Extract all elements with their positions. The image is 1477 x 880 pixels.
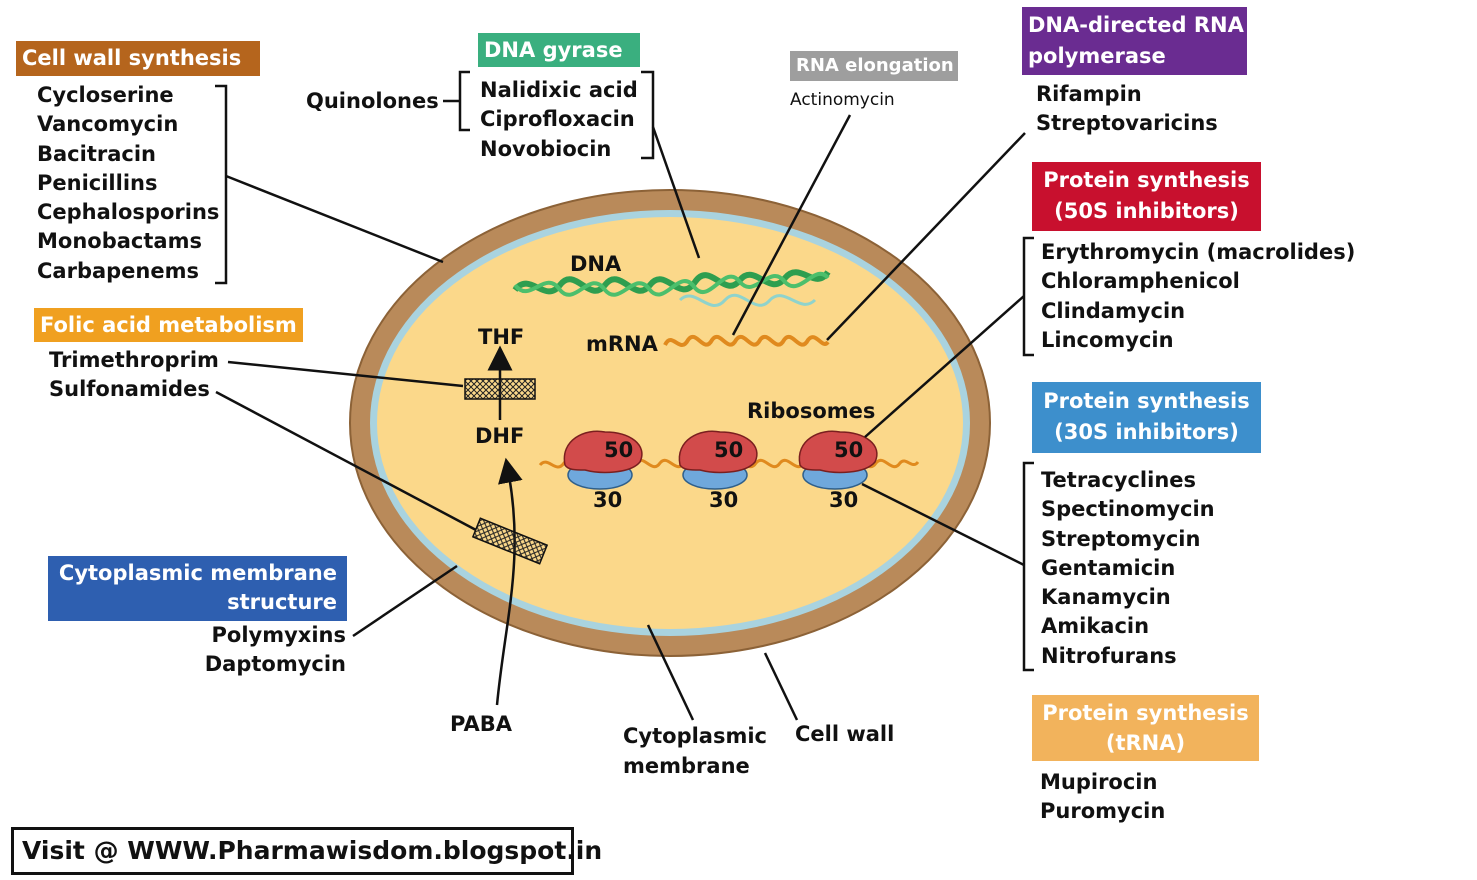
rna-polymerase-header: DNA-directed RNA polymerase [1022, 7, 1247, 75]
list-item: Cycloserine [37, 83, 174, 107]
list-item: Daptomycin [204, 652, 346, 677]
dna-gyrase-header: DNA gyrase [478, 33, 640, 67]
dna-gyrase-bracket-right [641, 70, 655, 160]
ribosome [563, 430, 643, 490]
paba-label: PABA [450, 712, 512, 736]
cytoplasmic-membrane-list: Polymyxins Daptomycin [180, 621, 346, 680]
folic-acid-header: Folic acid metabolism [34, 308, 303, 342]
list-item: Sulfonamides [49, 377, 210, 402]
protein-trna-header: Protein synthesis (tRNA) [1032, 695, 1259, 761]
protein-50s-list: Erythromycin (macrolides) Chloramphenico… [1041, 238, 1355, 355]
list-item: Bacitracin [37, 141, 156, 166]
protein-50s-header: Protein synthesis (50S inhibitors) [1032, 162, 1261, 231]
dna-label: DNA [570, 252, 622, 276]
ribosome [798, 430, 878, 490]
header-line: (tRNA) [1105, 731, 1186, 755]
header-line: Protein synthesis [1043, 389, 1250, 413]
trimethoprim-block [464, 378, 536, 400]
header-line: Cytoplasmic membrane [58, 561, 337, 585]
small-subunit-label: 30 [709, 488, 739, 512]
large-subunit-label: 50 [604, 438, 634, 462]
cell-wall-synthesis-list: Cycloserine Vancomycin Bacitracin Penici… [37, 81, 219, 286]
small-subunit-label: 30 [829, 488, 859, 512]
list-item: Nitrofurans [1041, 643, 1177, 668]
list-item: Penicillins [37, 170, 158, 195]
protein-trna-list: Mupirocin Puromycin [1040, 768, 1165, 827]
dna-helix [512, 269, 831, 308]
header-line: Protein synthesis [1042, 701, 1249, 725]
header-line: (30S inhibitors) [1054, 420, 1239, 444]
list-item: Novobiocin [480, 136, 612, 161]
list-item: Streptovaricins [1036, 111, 1218, 136]
cell-wall-synthesis-header: Cell wall synthesis [16, 41, 260, 76]
list-item: Chloramphenicol [1041, 269, 1240, 294]
label-line: Cytoplasmic [623, 724, 767, 748]
large-subunit-label: 50 [714, 438, 744, 462]
list-item: Vancomycin [37, 112, 179, 137]
list-item: Ciprofloxacin [480, 107, 635, 132]
dhf-label: DHF [475, 424, 525, 448]
dna-gyrase-bracket-left [458, 70, 470, 132]
protein-30s-list: Tetracyclines Spectinomycin Streptomycin… [1041, 466, 1215, 671]
quinolones-label: Quinolones [306, 89, 439, 113]
list-item: Lincomycin [1041, 327, 1174, 352]
list-item: Nalidixic acid [480, 78, 638, 102]
ribosomes-label: Ribosomes [747, 399, 876, 423]
header-line: structure [227, 590, 337, 614]
header-line: (50S inhibitors) [1054, 199, 1239, 223]
rna-polymerase-list: Rifampin Streptovaricins [1036, 80, 1218, 139]
dna-gyrase-list: Nalidixic acid Ciprofloxacin Novobiocin [480, 76, 638, 164]
small-subunit-label: 30 [593, 488, 623, 512]
cell-wall-label: Cell wall [795, 722, 895, 746]
label-line: membrane [623, 754, 750, 778]
list-item: Kanamycin [1041, 585, 1171, 610]
header-line: polymerase [1028, 44, 1166, 68]
actinomycin-label: Actinomycin [790, 90, 895, 110]
list-item: Monobactams [37, 229, 202, 254]
website-watermark: Visit @ WWW.Pharmawisdom.blogspot.in [11, 827, 602, 875]
cytoplasmic-membrane-header: Cytoplasmic membrane structure [48, 556, 347, 621]
cell-wall-bracket [215, 84, 228, 285]
list-item: Gentamicin [1041, 555, 1176, 580]
leader-lines [215, 114, 1026, 721]
cytoplasm [377, 217, 963, 629]
paba-to-dhf-arrow [495, 457, 523, 706]
list-item: Carbapenems [37, 258, 199, 283]
rna-elongation-header: RNA elongation [790, 51, 958, 81]
list-item: Puromycin [1040, 799, 1166, 824]
mrna-strand [663, 335, 830, 347]
protein-30s-bracket [1022, 461, 1034, 672]
list-item: Mupirocin [1040, 770, 1158, 794]
list-item: Amikacin [1041, 614, 1150, 639]
list-item: Cephalosporins [37, 200, 220, 225]
header-line: DNA-directed RNA [1028, 13, 1244, 37]
list-item: Tetracyclines [1041, 468, 1197, 492]
mrna-label: mRNA [586, 332, 658, 356]
ribosome [678, 430, 758, 490]
folic-acid-list: Trimethroprim Sulfonamides [49, 346, 219, 405]
large-subunit-label: 50 [834, 438, 864, 462]
list-item: Polymyxins [211, 623, 346, 647]
list-item: Rifampin [1036, 82, 1142, 106]
list-item: Trimethroprim [49, 348, 219, 372]
protein-30s-header: Protein synthesis (30S inhibitors) [1032, 382, 1261, 453]
sulfonamide-block [471, 517, 549, 565]
protein-50s-bracket [1022, 236, 1034, 357]
list-item: Streptomycin [1041, 526, 1201, 551]
cytoplasmic-membrane-label: Cytoplasmic membrane [623, 721, 767, 781]
list-item: Clindamycin [1041, 298, 1186, 323]
header-line: Protein synthesis [1043, 168, 1250, 192]
thf-label: THF [478, 325, 525, 349]
list-item: Erythromycin (macrolides) [1041, 240, 1356, 264]
list-item: Spectinomycin [1041, 497, 1215, 522]
